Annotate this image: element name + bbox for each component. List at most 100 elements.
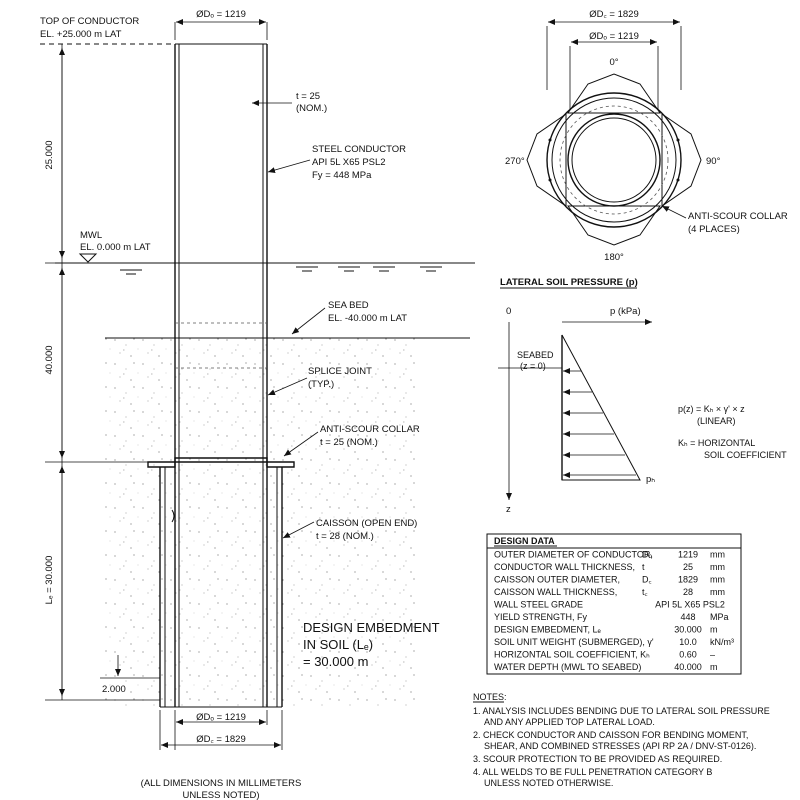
design-row-symbol: t (642, 562, 645, 572)
top-od-text: ØDₒ = 1219 (196, 9, 246, 20)
anti-scour-collar (147, 457, 295, 468)
conductor-fy: Fy = 448 MPa (312, 170, 372, 181)
top-of-conductor-label: TOP OF CONDUCTOR (40, 16, 139, 27)
plan-collar-places: (4 PLACES) (688, 224, 740, 235)
design-row-value: 1219 (678, 550, 698, 560)
seabed-z-value: (z = 0) (520, 361, 546, 371)
embedment-value: = 30.000 m (303, 654, 368, 669)
note-2b: SHEAR, AND COMBINED STRESSES (API RP 2A … (484, 741, 756, 751)
design-row-value: 25 (683, 562, 693, 572)
embedment-title: DESIGN EMBEDMENT (303, 620, 440, 635)
caisson-ring (546, 92, 682, 228)
design-row-param: OUTER DIAMETER OF CONDUCTOR, (494, 550, 653, 560)
design-row-symbol: Dₒ (642, 550, 652, 560)
elevation-view: 25.000 40.000 Lₑ = 30.000 2.000 ØDₒ = 12… (40, 9, 475, 800)
soil-region (105, 338, 415, 706)
water-symbols (120, 266, 442, 275)
design-row-value: 40.000 (674, 662, 702, 672)
note-1b: AND ANY APPLIED TOP LATERAL LOAD. (484, 717, 655, 727)
design-row-param: HORIZONTAL SOIL COEFFICIENT, Kₕ (494, 650, 650, 660)
design-row-param: CAISSON OUTER DIAMETER, (494, 575, 620, 585)
notes-title: NOTES: (473, 692, 507, 702)
conductor-ring (567, 113, 661, 207)
design-row-param: DESIGN EMBEDMENT, Lₑ (494, 625, 602, 635)
design-row-unit: mm (710, 562, 725, 572)
plan-do-text: ØDₒ = 1219 (589, 31, 639, 42)
plan-view: ØD꜀ = 1829 ØDₒ = 1219 0° 90° 180° 270° A… (505, 9, 788, 263)
pressure-arrows (563, 368, 636, 478)
design-row-unit: mm (710, 575, 725, 585)
note-2a: 2. CHECK CONDUCTOR AND CAISSON FOR BENDI… (473, 730, 748, 740)
design-data-table: DESIGN DATA OUTER DIAMETER OF CONDUCTOR,… (486, 533, 742, 675)
design-row-unit: mm (710, 587, 725, 597)
design-row-value: 28 (683, 587, 693, 597)
design-row-unit: mm (710, 550, 725, 560)
plan-collar-left (526, 113, 567, 207)
design-row-symbol: D꜀ (642, 575, 652, 585)
z-axis-label: z (506, 504, 511, 515)
design-row-param: CAISSON WALL THICKNESS, (494, 587, 617, 597)
caisson-weld-mark (171, 509, 175, 523)
design-row-param: CONDUCTOR WALL THICKNESS, (494, 562, 635, 572)
dim-embed-text: Lₑ = 30.000 (44, 556, 55, 605)
pressure-linear: (LINEAR) (697, 416, 736, 426)
design-row-value: API 5L X65 PSL2 (655, 600, 725, 610)
design-row-unit: m (710, 662, 718, 672)
design-row-param: YIELD STRENGTH, Fy (494, 612, 588, 622)
pressure-triangle (561, 334, 641, 481)
conductor-spec: API 5L X65 PSL2 (312, 157, 386, 168)
design-row-unit: m (710, 625, 718, 635)
kh-definition-1: Kₕ = HORIZONTAL (678, 438, 755, 448)
note-1a: 1. ANALYSIS INCLUDES BENDING DUE TO LATE… (473, 706, 770, 716)
collar-label: ANTI-SCOUR COLLAR (320, 424, 420, 435)
design-data-title: DESIGN DATA (494, 536, 555, 546)
conductor-label: STEEL CONDUCTOR (312, 144, 406, 155)
note-4a: 4. ALL WELDS TO BE FULL PENETRATION CATE… (473, 767, 712, 777)
mwl-elevation-label: EL. 0.000 m LAT (80, 242, 151, 253)
design-row-value: 0.60 (679, 650, 697, 660)
notes: NOTES: 1. ANALYSIS INCLUDES BENDING DUE … (473, 692, 770, 788)
wall-thickness-label: t = 25 (296, 91, 320, 102)
caisson-label: CAISSON (OPEN END) (316, 518, 417, 529)
design-row-param: WALL STEEL GRADE (494, 600, 583, 610)
design-row-symbol: t꜀ (642, 587, 648, 597)
pressure-axis-label: p (kPa) (610, 306, 641, 317)
mwl-marker-icon (78, 253, 98, 263)
units-note-2: UNLESS NOTED) (182, 790, 259, 800)
pressure-formula: p(z) = Kₕ × γ' × z (678, 404, 745, 414)
bottom-od-text: ØDₒ = 1219 (196, 712, 246, 723)
deg-270: 270° (505, 156, 525, 167)
splice-label: SPLICE JOINT (308, 366, 372, 377)
seabed-z-label: SEABED (517, 350, 554, 360)
dim-2-text: 2.000 (102, 684, 126, 695)
pressure-title: LATERAL SOIL PRESSURE (p) (500, 277, 638, 288)
bottom-dc-text: ØD꜀ = 1829 (196, 734, 246, 745)
caisson-thickness: t = 28 (NOM.) (316, 531, 374, 542)
splice-typ: (TYP.) (308, 379, 334, 390)
collar-thickness: t = 25 (NOM.) (320, 437, 378, 448)
units-note-1: (ALL DIMENSIONS IN MILLIMETERS (141, 778, 302, 789)
deg-180: 180° (604, 252, 624, 263)
kh-definition-2: SOIL COEFFICIENT (704, 450, 787, 460)
design-row-unit: – (710, 650, 715, 660)
pressure-diagram: LATERAL SOIL PRESSURE (p) 0 p (kPa) z SE… (498, 277, 787, 515)
dim-top-text: 25.000 (44, 140, 55, 169)
dim-mid-text: 40.000 (44, 345, 55, 374)
design-row-value: 10.0 (679, 637, 697, 647)
embedment-soil: IN SOIL (Lₑ) (303, 637, 373, 652)
design-row-unit: kN/m³ (710, 637, 734, 647)
note-3: 3. SCOUR PROTECTION TO BE PROVIDED AS RE… (473, 754, 722, 764)
plan-collar-top (567, 73, 661, 114)
design-row-value: 1829 (678, 575, 698, 585)
ph-label: pₕ (646, 474, 655, 485)
deg-90: 90° (706, 156, 721, 167)
seabed-elevation: EL. -40.000 m LAT (328, 313, 407, 324)
note-4b: UNLESS NOTED OTHERWISE. (484, 778, 613, 788)
plan-collar-right (661, 113, 702, 207)
design-row-param: SOIL UNIT WEIGHT (SUBMERGED), γ' (494, 637, 654, 647)
pressure-origin: 0 (506, 306, 511, 317)
wall-thickness-nom: (NOM.) (296, 103, 327, 114)
top-elevation-label: EL. +25.000 m LAT (40, 29, 122, 40)
seabed-label: SEA BED (328, 300, 369, 311)
